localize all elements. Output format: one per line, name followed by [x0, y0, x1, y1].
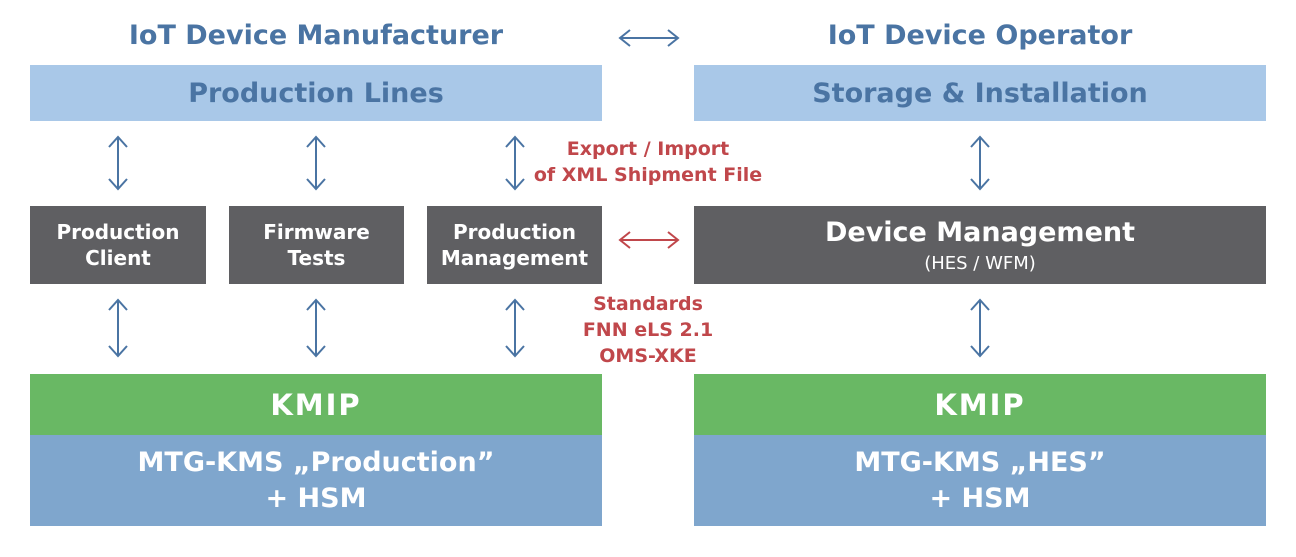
production-lines-label: Production Lines — [188, 77, 444, 109]
production-management-line1: Production — [452, 220, 577, 244]
production-management-box: Production Management — [427, 206, 602, 284]
production-client-line1: Production — [56, 220, 180, 244]
vertical-arrow-icon — [970, 135, 990, 191]
device-management-subtitle: (HES / WFM) — [924, 252, 1036, 274]
firmware-tests-box: Firmware Tests — [229, 206, 404, 284]
kmip-label-left: KMIP — [270, 387, 362, 422]
kms-hes-line2: + HSM — [929, 482, 1031, 514]
vertical-arrow-icon — [306, 135, 326, 191]
operator-title: IoT Device Operator — [827, 20, 1133, 51]
kms-production-line1: MTG-KMS „Production” — [137, 447, 495, 479]
export-import-line1: Export / Import — [566, 138, 730, 160]
firmware-tests-line1: Firmware — [263, 220, 370, 244]
standards-line2: FNN eLS 2.1 — [582, 319, 714, 342]
standards-line3: OMS-XKE — [599, 345, 697, 368]
kms-production-box: MTG-KMS „Production” + HSM — [30, 435, 602, 526]
storage-installation-label: Storage & Installation — [812, 77, 1148, 109]
vertical-arrow-icon — [505, 298, 525, 358]
red-double-arrow-icon — [618, 231, 680, 249]
device-management-box: Device Management (HES / WFM) — [694, 206, 1266, 284]
device-management-title: Device Management — [824, 216, 1136, 248]
vertical-arrow-icon — [306, 298, 326, 358]
export-import-label: Export / Import of XML Shipment File — [530, 136, 766, 188]
production-management-line2: Management — [440, 246, 589, 270]
kms-hes-box: MTG-KMS „HES” + HSM — [694, 435, 1266, 526]
production-lines-bar: Production Lines — [30, 65, 602, 121]
kmip-bar-left: KMIP — [30, 374, 602, 435]
kms-production-line2: + HSM — [265, 482, 367, 514]
firmware-tests-line2: Tests — [287, 246, 346, 270]
vertical-arrow-icon — [108, 298, 128, 358]
export-import-line2: of XML Shipment File — [533, 164, 763, 187]
standards-line1: Standards — [593, 293, 703, 315]
kmip-bar-right: KMIP — [694, 374, 1266, 435]
standards-label: Standards FNN eLS 2.1 OMS-XKE — [560, 291, 736, 370]
vertical-arrow-icon — [505, 135, 525, 191]
header-double-arrow-icon — [618, 29, 680, 47]
kmip-label-right: KMIP — [934, 387, 1026, 422]
production-client-line2: Client — [85, 246, 151, 270]
storage-installation-bar: Storage & Installation — [694, 65, 1266, 121]
production-client-box: Production Client — [30, 206, 206, 284]
kms-hes-line1: MTG-KMS „HES” — [854, 447, 1106, 479]
vertical-arrow-icon — [970, 298, 990, 358]
manufacturer-title: IoT Device Manufacturer — [128, 20, 504, 51]
vertical-arrow-icon — [108, 135, 128, 191]
